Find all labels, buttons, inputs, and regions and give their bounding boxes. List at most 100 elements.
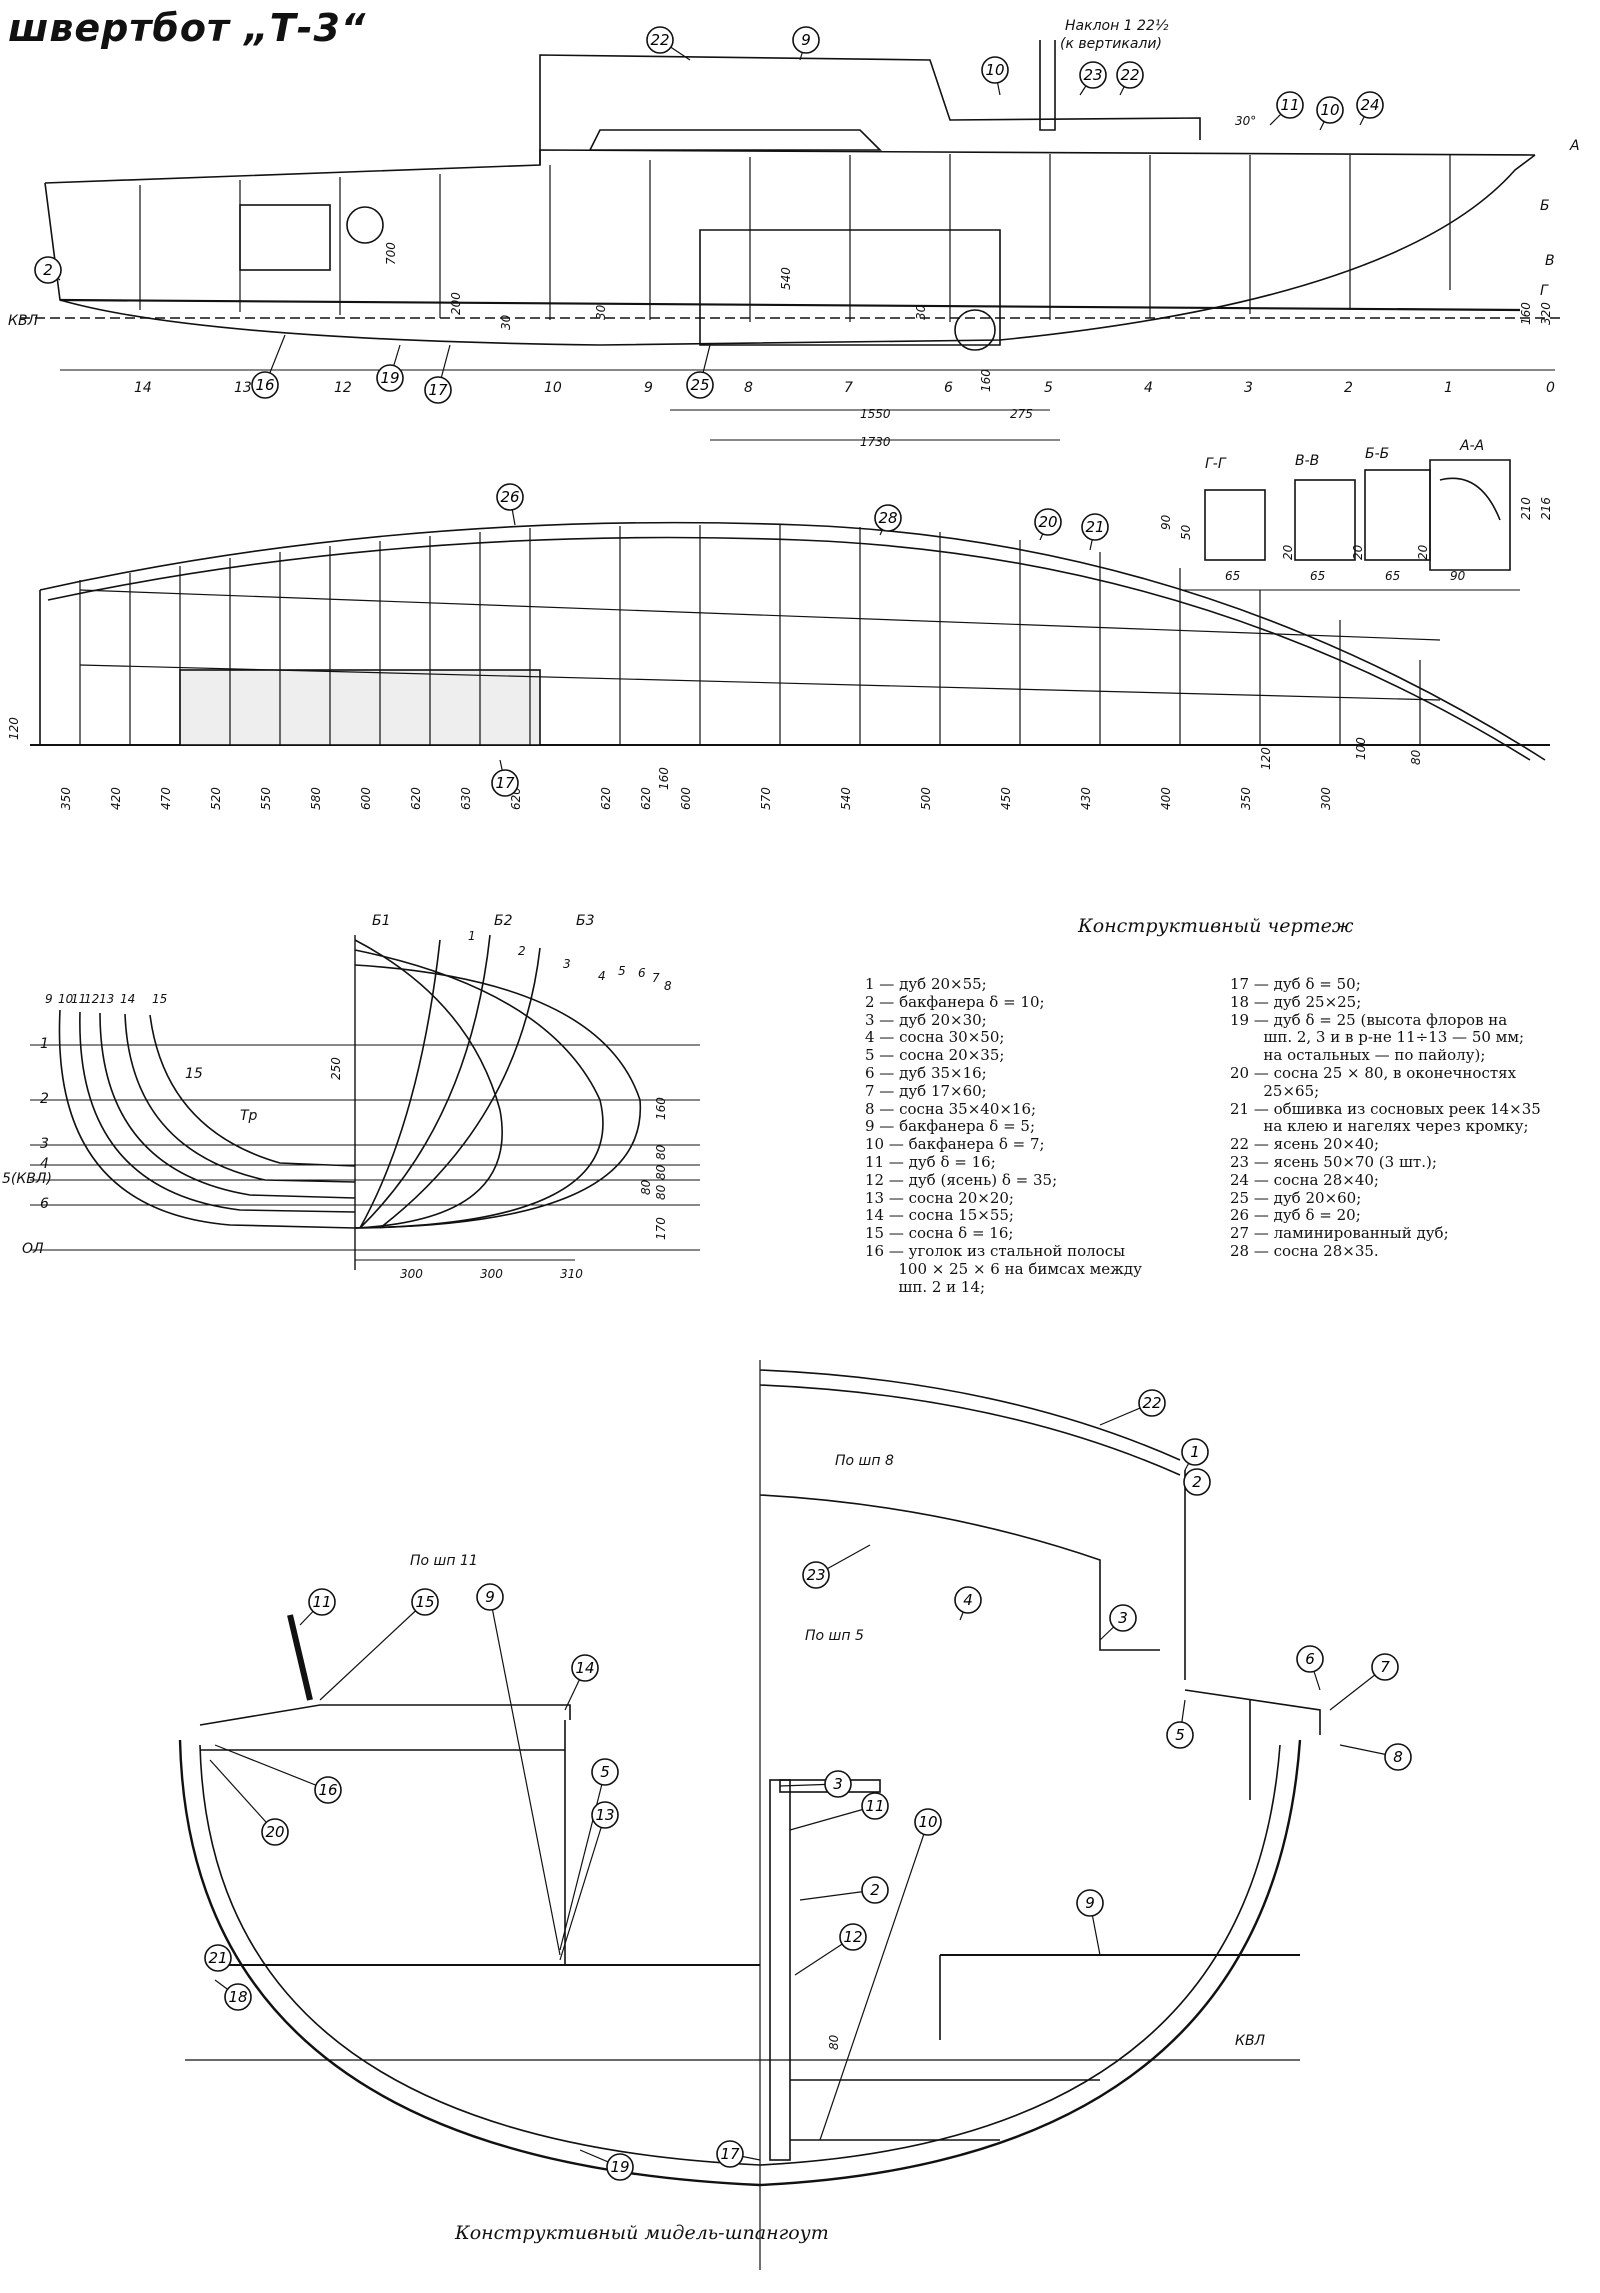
label-shp-5: По шп 5 [805, 1628, 864, 1644]
body-dimension: 310 [560, 1267, 583, 1281]
station-right: 6 [638, 966, 646, 980]
frame-spacing: 500 [919, 787, 933, 810]
station-right: 3 [563, 957, 571, 971]
section-dimension: 90 [1450, 569, 1466, 583]
legend-left-row: 10 — бакфанера δ = 7; [865, 1135, 1045, 1154]
frame-number: 5 [1044, 380, 1053, 396]
tilt-note: Наклон 1 22½ [1065, 18, 1169, 34]
profile-dimension: 30 [499, 314, 513, 330]
body-dimension: 80 [654, 1164, 668, 1180]
frame-number: 8 [744, 380, 753, 396]
svg-text:21: 21 [1085, 518, 1104, 536]
cabin-roof-8 [759, 1369, 1181, 1461]
keel-sections [1180, 459, 1520, 591]
tilt-note: (к вертикали) [1060, 36, 1162, 52]
body-dimension: 300 [400, 1267, 423, 1281]
plan-dimension: 120 [7, 717, 21, 740]
legend-right: 17 — дуб δ = 50;18 — дуб 25×25;19 — дуб … [1230, 975, 1541, 1261]
svg-text:17: 17 [720, 2145, 740, 2163]
svg-text:6: 6 [1305, 1650, 1315, 1668]
section-dimension: 216 [1539, 497, 1553, 520]
cabin-roof-11 [199, 1704, 571, 1726]
frame-number: 13 [234, 380, 252, 396]
page-title: швертбот „Т-3“ [8, 6, 367, 50]
frame-spacing: 350 [1239, 787, 1253, 810]
legend-right-row: на остальных — по пайолу); [1230, 1046, 1486, 1065]
legend-left-row: 3 — дуб 20×30; [865, 1010, 987, 1029]
callout-midship: 14 [564, 1654, 599, 1711]
legend-left-row: 15 — сосна δ = 16; [865, 1224, 1014, 1243]
callout-midship: 23 [802, 1544, 871, 1589]
callout-midship: 21 [204, 1944, 232, 1972]
kvl-label: КВЛ [8, 313, 39, 329]
mast-step [1039, 40, 1056, 131]
station-left: 14 [120, 992, 135, 1006]
profile-dimension: 320 [1539, 302, 1553, 325]
frame-spacing: 570 [759, 787, 773, 810]
label-shp-8: По шп 8 [835, 1453, 894, 1469]
callout-profile: 10 [981, 56, 1009, 96]
legend-right-row: 21 — обшивка из сосновых реек 14×35 [1230, 1099, 1541, 1118]
section-mark: Б [1540, 198, 1550, 214]
frame-spacing: 600 [679, 787, 693, 810]
section-dimension: 20 [1351, 544, 1365, 560]
plan-dimension: 120 [1259, 747, 1273, 770]
construction-caption: Конструктивный чертеж [1078, 915, 1354, 937]
frame-spacing: 600 [359, 787, 373, 810]
callout-plan: 28 [874, 504, 902, 536]
legend-left-row: 100 × 25 × 6 на бимсах между [865, 1259, 1142, 1278]
frame-spacing: 520 [209, 787, 223, 810]
section-mark: В [1545, 253, 1555, 269]
callout-midship: 3 [1099, 1604, 1137, 1641]
frame-number: 7 [844, 380, 853, 396]
frame-spacing: 630 [459, 787, 473, 810]
svg-text:10: 10 [1320, 101, 1339, 119]
callout-profile: 19 [376, 344, 404, 392]
svg-text:3: 3 [833, 1775, 843, 1793]
frame-number: 14 [134, 380, 152, 396]
legend-right-row: 19 — дуб δ = 25 (высота флоров на [1230, 1010, 1508, 1029]
section-mark: Г [1540, 283, 1549, 299]
legend-right-row: на клею и нагелях через кромку; [1230, 1117, 1529, 1136]
svg-text:26: 26 [500, 488, 519, 506]
profile-dimension: 1550 [860, 407, 891, 421]
callout-profile: 11 [1269, 91, 1304, 126]
svg-text:8: 8 [1393, 1748, 1403, 1766]
centerboard-pivot [954, 309, 996, 351]
plan-view [30, 521, 1550, 761]
callout-midship: 13 [559, 1801, 619, 1961]
callout-midship: 4 [954, 1586, 982, 1621]
legend-left-row: 12 — дуб (ясень) δ = 35; [865, 1170, 1058, 1189]
frame-number: 0 [1546, 380, 1555, 396]
callout-plan: 21 [1081, 513, 1109, 551]
station-right: 1 [468, 929, 476, 943]
legend-left-row: 14 — сосна 15×55; [865, 1206, 1014, 1225]
station-right: 4 [598, 969, 606, 983]
svg-text:9: 9 [801, 31, 811, 49]
svg-text:17: 17 [495, 774, 515, 792]
plan-dimension: 80 [1409, 749, 1423, 765]
svg-text:3: 3 [1118, 1609, 1128, 1627]
legend-right-row: 25×65; [1230, 1081, 1320, 1100]
svg-text:11: 11 [1280, 96, 1299, 114]
section-label: Г-Г [1205, 456, 1227, 472]
legend-right-row: 27 — ламинированный дуб; [1230, 1224, 1449, 1243]
tr-label: Тр [240, 1108, 258, 1124]
profile-dimension: 200 [449, 292, 463, 315]
frame-spacing: 470 [159, 787, 173, 810]
kvl-midship: КВЛ [1235, 2033, 1266, 2049]
centerboard-trunk [699, 229, 1001, 346]
svg-text:28: 28 [878, 509, 897, 527]
station-left: 11 [71, 992, 86, 1006]
svg-text:11: 11 [312, 1593, 331, 1611]
callout-profile: 2 [34, 256, 62, 284]
callout-midship: 16 [214, 1744, 342, 1804]
frame-spacing: 620 [409, 787, 423, 810]
svg-text:14: 14 [575, 1659, 594, 1677]
callout-profile: 23 [1079, 61, 1107, 96]
svg-text:19: 19 [610, 2158, 629, 2176]
callout-midship: 8 [1339, 1743, 1412, 1771]
legend-left-row: шп. 2 и 14; [865, 1277, 986, 1296]
profile-dimension: 160 [979, 369, 993, 392]
legend-left-row: 8 — сосна 35×40×16; [865, 1099, 1037, 1118]
